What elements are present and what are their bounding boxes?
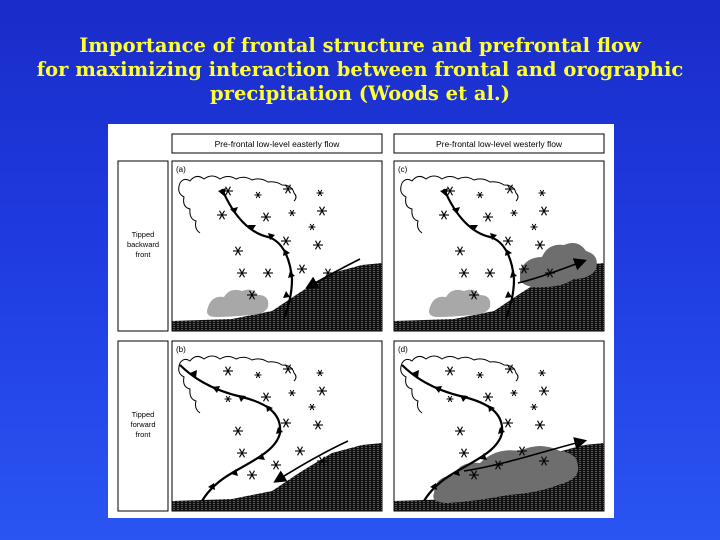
title-line-2: for maximizing interaction between front… [36,58,684,81]
panel-b: (b) [171,340,383,512]
cold-front-c [442,188,516,320]
panel-d-label: (d) [398,345,408,354]
terrain-b [172,443,382,511]
header-left-box [171,133,383,154]
panel-a: (a) [171,160,383,332]
title-line-1: Importance of frontal structure and pref… [79,34,641,57]
terrain-a [172,263,382,331]
header-right-box [393,133,605,154]
panel-d: (d) [393,340,605,512]
row-top-label-box [117,160,169,332]
row-top-label-2: backward [127,240,159,249]
cold-front-a [220,188,294,320]
precip-d-heavy [433,446,579,503]
row-bottom-label-box [117,340,169,512]
panel-b-label: (b) [176,345,186,354]
header-left: Pre-frontal low-level easterly flow [215,139,341,149]
panel-a-label: (a) [176,165,186,174]
row-bottom-label-2: forward [130,420,155,429]
title-line-3: precipitation (Woods et al.) [210,82,510,105]
header-right: Pre-frontal low-level westerly flow [436,139,563,149]
row-top-label-3: front [135,250,151,259]
frontal-schematic-figure: Pre-frontal low-level easterly flow Pre-… [108,124,614,518]
row-bottom-label-3: front [135,430,151,439]
panel-c: (c) [393,160,605,332]
schematic-svg: Pre-frontal low-level easterly flow Pre-… [117,133,605,512]
row-top-label-1: Tipped [132,230,155,239]
slide-title: Importance of frontal structure and pref… [0,34,720,106]
row-bottom-label-1: Tipped [132,410,155,419]
panel-c-label: (c) [398,165,408,174]
